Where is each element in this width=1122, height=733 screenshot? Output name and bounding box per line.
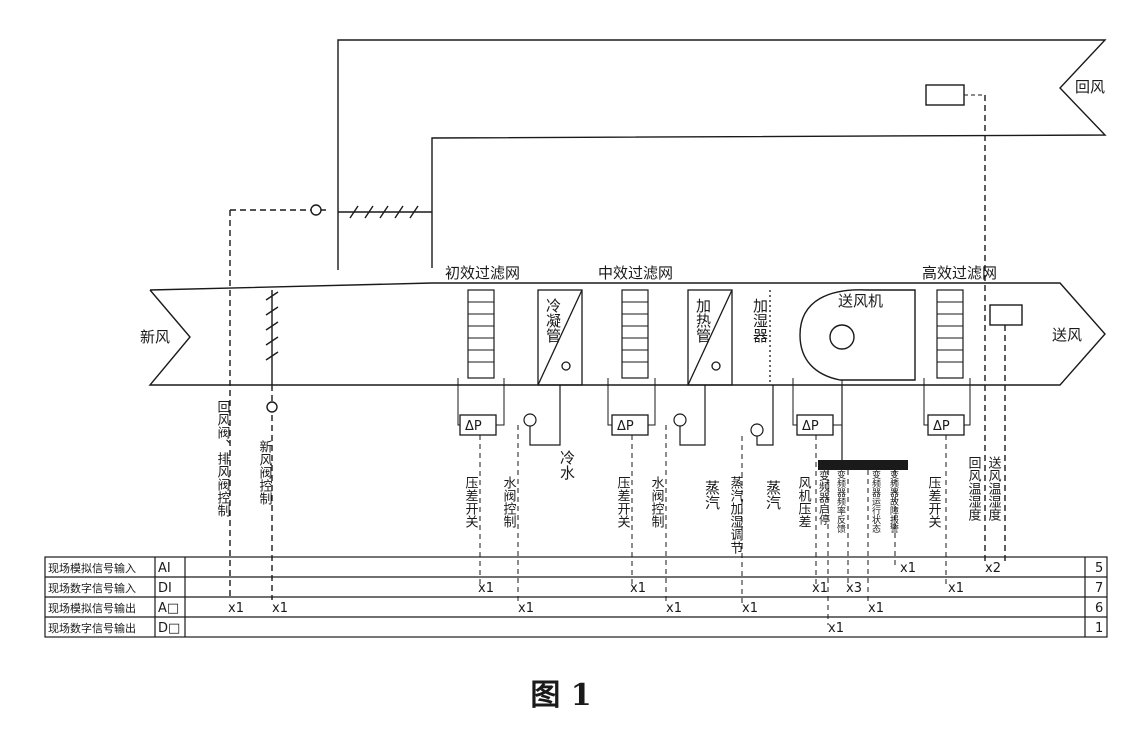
count-ao-4: x1 (666, 601, 682, 616)
supply-air-label: 送风 (1052, 326, 1082, 344)
count-di-1: x1 (478, 581, 494, 596)
count-ao-2: x1 (272, 601, 288, 616)
humidifier-label: 加湿器 (751, 298, 769, 343)
signal-13: 回风温湿度 (966, 456, 982, 521)
steam-valve-icon (673, 413, 687, 427)
row-ai-count: 5 (1095, 561, 1103, 576)
row-do-count: 1 (1095, 621, 1103, 636)
supply-temp-humidity-sensor-icon (989, 304, 1023, 326)
count-di-3: x1 (812, 581, 828, 596)
cooling-coil-label: 冷凝管 (544, 298, 562, 343)
dp-label-2: ΔP (617, 419, 634, 434)
count-di-2: x1 (630, 581, 646, 596)
return-air-label: 回风 (1075, 78, 1105, 96)
count-ai-a: x1 (900, 561, 916, 576)
signal-7: 风机压差 (796, 476, 812, 528)
humidifier-valve-icon (750, 423, 764, 437)
return-damper-actuator-icon (310, 204, 322, 216)
row-ao-name: 现场模拟信号输出 (48, 601, 136, 615)
hepa-filter-icon (936, 289, 964, 379)
signal-4: 压差开关 (615, 476, 631, 528)
count-do-1: x1 (828, 621, 844, 636)
dp-label-1: ΔP (465, 419, 482, 434)
signal-1: 新风阀控制 (257, 439, 273, 505)
count-ao-6: x1 (868, 601, 884, 616)
signal-summary-table (44, 556, 1108, 638)
signal-14: 送风温湿度 (986, 456, 1002, 521)
signal-9: 变频器频率反馈 (835, 469, 846, 534)
figure-caption: 图 1 (530, 678, 592, 713)
cold-water-label: 冷水 (558, 450, 576, 480)
row-ai-name: 现场模拟信号输入 (48, 561, 136, 575)
signal-11: 变频器故障报警 (888, 469, 899, 534)
signal-2: 压差开关 (463, 476, 479, 528)
medium-filter-icon (621, 289, 649, 379)
vfd-bar (818, 460, 908, 470)
row-di-code: DI (158, 581, 172, 596)
count-ao-3: x1 (518, 601, 534, 616)
count-ao-1: x1 (228, 601, 244, 616)
ahu-casing (148, 282, 1106, 386)
signal-8: 变频器启停 (818, 469, 831, 526)
row-do-code: D□ (158, 621, 180, 636)
count-di-5: x1 (948, 581, 964, 596)
hepa-filter-label: 高效过滤网 (922, 264, 997, 282)
primary-filter-label: 初效过滤网 (445, 264, 520, 282)
row-di-count: 7 (1095, 581, 1103, 596)
return-duct-top (337, 39, 1107, 270)
row-di-name: 现场数字信号输入 (48, 581, 136, 595)
medium-filter-label: 中效过滤网 (598, 264, 673, 282)
count-di-4: x3 (846, 581, 862, 596)
supply-fan-icon (799, 289, 916, 381)
row-ai-code: AI (158, 561, 171, 576)
row-do-name: 现场数字信号输出 (48, 621, 136, 635)
heating-coil-label: 加热管 (694, 298, 712, 343)
fresh-damper-actuator-icon (266, 401, 278, 413)
signal-6: 蒸汽加湿调节 (728, 476, 744, 554)
steam-label-2: 蒸汽 (764, 480, 782, 510)
count-ai-b: x2 (985, 561, 1001, 576)
dp-label-3: ΔP (802, 419, 819, 434)
signal-0: 回风阀、排风阀控制 (215, 400, 231, 517)
dp-label-4: ΔP (933, 419, 950, 434)
signal-10: 变频器运行状态 (870, 469, 881, 533)
row-ao-count: 6 (1095, 601, 1103, 616)
steam-label-1: 蒸汽 (703, 480, 721, 510)
cold-water-valve-icon (523, 413, 537, 427)
signal-3: 水阀控制 (501, 476, 517, 528)
fan-label: 送风机 (838, 292, 883, 310)
heating-coil-icon (687, 289, 733, 386)
row-ao-code: A□ (158, 601, 179, 616)
primary-filter-icon (467, 289, 495, 379)
signal-5: 水阀控制 (649, 476, 665, 528)
count-ao-5: x1 (742, 601, 758, 616)
fresh-air-label: 新风 (140, 328, 170, 346)
return-temp-humidity-sensor-icon (925, 84, 965, 106)
signal-12: 压差开关 (926, 476, 942, 528)
